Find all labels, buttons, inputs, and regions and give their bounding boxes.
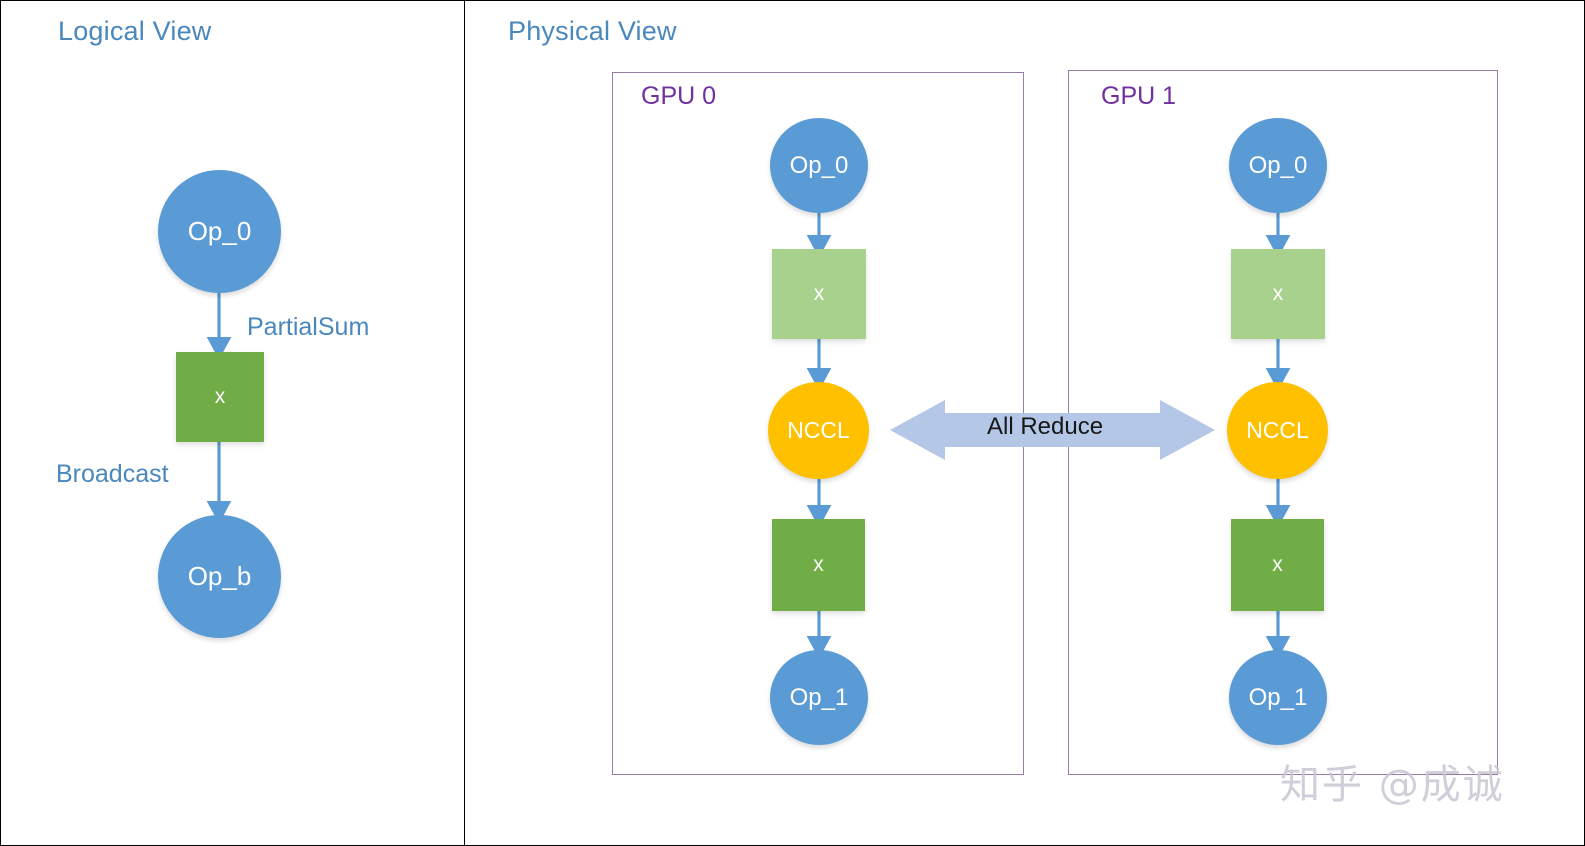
gpu1-node-op0[interactable]: Op_0 — [1229, 118, 1327, 213]
gpu-1-label: GPU 1 — [1101, 82, 1177, 110]
gpu0-node-x-light[interactable]: x — [772, 249, 866, 339]
gpu0-node-op0[interactable]: Op_0 — [770, 118, 868, 213]
gpu0-node-nccl[interactable]: NCCL — [768, 382, 869, 479]
logical-node-opb[interactable]: Op_b — [158, 515, 281, 638]
gpu1-node-x-light[interactable]: x — [1231, 249, 1325, 339]
gpu-0-label: GPU 0 — [641, 82, 717, 110]
gpu1-node-x-dark[interactable]: x — [1231, 519, 1324, 611]
gpu1-node-op1[interactable]: Op_1 — [1229, 650, 1327, 745]
gpu1-node-nccl[interactable]: NCCL — [1227, 382, 1328, 479]
gpu0-node-x-dark[interactable]: x — [772, 519, 865, 611]
all-reduce-label: All Reduce — [987, 413, 1104, 440]
physical-view-title: Physical View — [508, 16, 677, 46]
watermark: 知乎 @成诚 — [1280, 762, 1505, 808]
logical-view-title: Logical View — [58, 16, 212, 46]
logical-node-x[interactable]: x — [176, 352, 264, 442]
gpu0-node-op1[interactable]: Op_1 — [770, 650, 868, 745]
edge-label-broadcast: Broadcast — [56, 460, 169, 488]
edge-label-partialsum: PartialSum — [247, 313, 370, 341]
logical-node-op0[interactable]: Op_0 — [158, 170, 281, 293]
